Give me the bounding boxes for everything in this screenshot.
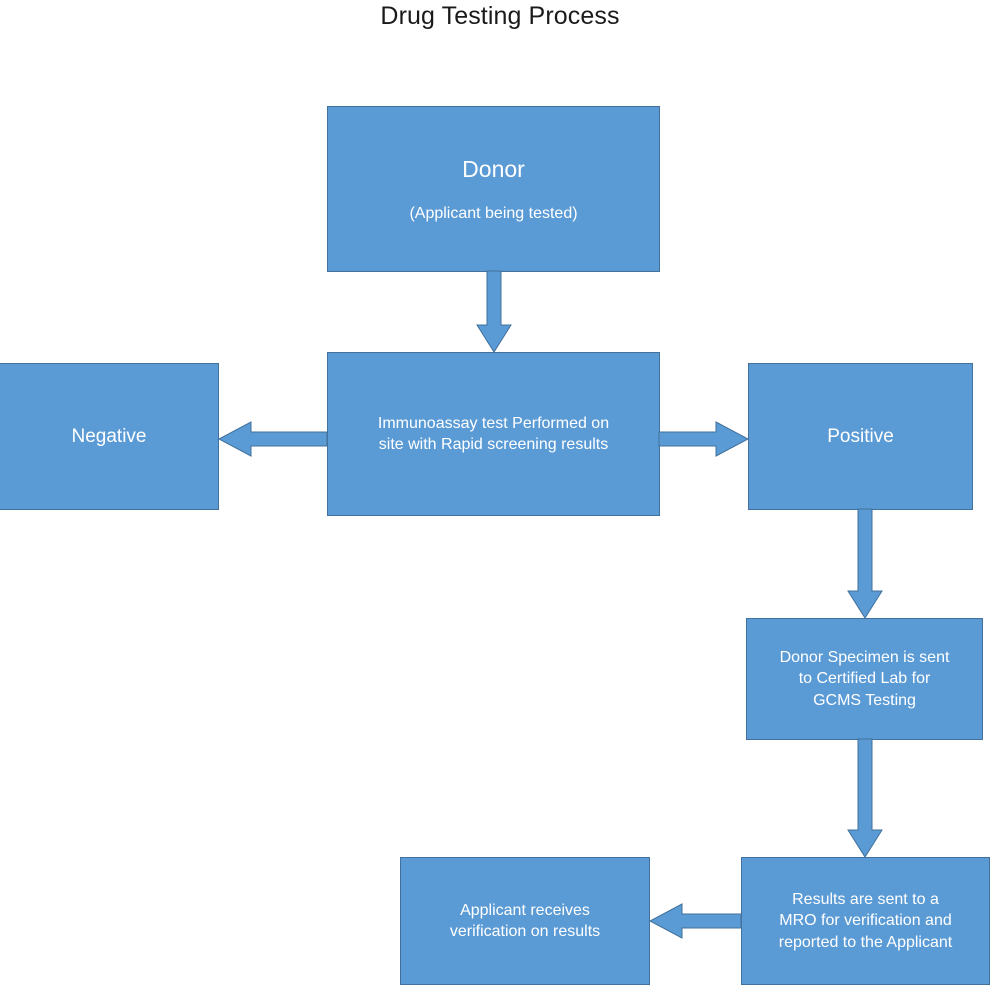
node-mro-results[interactable]: Results are sent to a MRO for verificati… xyxy=(741,857,990,985)
node-certified-lab[interactable]: Donor Specimen is sent to Certified Lab … xyxy=(746,618,983,740)
node-immunoassay-line-1: Immunoassay test Performed on xyxy=(377,414,610,432)
node-certified-lab-line-3: GCMS Testing xyxy=(813,691,916,709)
node-certified-lab-line-2: to Certified Lab for xyxy=(798,670,931,688)
node-positive-label: Positive xyxy=(827,425,894,447)
node-applicant-verification[interactable]: Applicant receives verification on resul… xyxy=(400,857,650,985)
arrow-results-to-applicant xyxy=(648,902,742,940)
node-immunoassay[interactable]: Immunoassay test Performed on site with … xyxy=(327,352,660,516)
page-title: Drug Testing Process xyxy=(380,2,620,30)
node-positive[interactable]: Positive xyxy=(748,363,973,510)
node-certified-lab-line-1: Donor Specimen is sent xyxy=(779,649,950,667)
node-mro-results-line-3: reported to the Applicant xyxy=(778,933,953,951)
node-donor[interactable]: Donor (Applicant being tested) xyxy=(327,106,660,272)
node-immunoassay-line-2: site with Rapid screening results xyxy=(378,436,609,453)
node-applicant-verification-line-2: verification on results xyxy=(449,923,601,940)
arrow-immunoassay-to-positive xyxy=(658,420,750,458)
arrow-positive-to-lab xyxy=(847,508,883,619)
node-donor-sublabel: (Applicant being tested) xyxy=(409,204,578,222)
node-mro-results-line-1: Results are sent to a xyxy=(792,891,939,909)
node-negative-label: Negative xyxy=(71,425,147,447)
node-donor-label: Donor xyxy=(462,156,525,183)
node-applicant-verification-line-1: Applicant receives xyxy=(460,901,590,919)
arrow-donor-to-immunoassay xyxy=(476,270,512,353)
arrow-lab-to-results xyxy=(847,738,883,858)
arrow-immunoassay-to-negative xyxy=(217,420,328,458)
node-mro-results-line-2: MRO for verification and xyxy=(779,912,952,930)
node-negative[interactable]: Negative xyxy=(0,363,219,510)
